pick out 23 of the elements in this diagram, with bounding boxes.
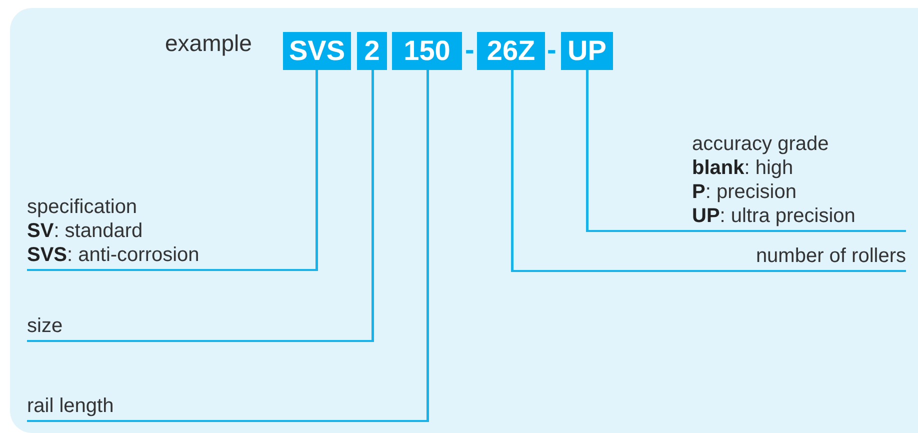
code-segment: 26Z xyxy=(477,32,545,70)
leader-line xyxy=(316,70,318,270)
field-title: specification xyxy=(27,195,138,219)
option-text: blank: high xyxy=(692,156,794,180)
field-title: size xyxy=(27,314,63,338)
field-title: rail length xyxy=(27,394,114,418)
option-text: SV: standard xyxy=(27,219,143,243)
option-text: UP: ultra precision xyxy=(692,204,856,228)
leader-line xyxy=(511,70,514,271)
option-text: SVS: anti-corrosion xyxy=(27,243,200,267)
example-label: example xyxy=(165,30,252,57)
code-segment: 2 xyxy=(357,32,387,70)
code-segment: SVS xyxy=(283,32,351,70)
field-title: accuracy grade xyxy=(692,132,829,156)
option-text: P: precision xyxy=(692,180,796,204)
leader-line xyxy=(586,70,588,231)
leader-line xyxy=(372,70,374,341)
field-title: number of rollers xyxy=(756,244,906,268)
leader-line xyxy=(426,70,429,421)
code-segment: 150 xyxy=(392,32,462,70)
separator-dash: - xyxy=(465,34,474,66)
code-segment: UP xyxy=(561,32,613,70)
separator-dash: - xyxy=(547,34,556,66)
